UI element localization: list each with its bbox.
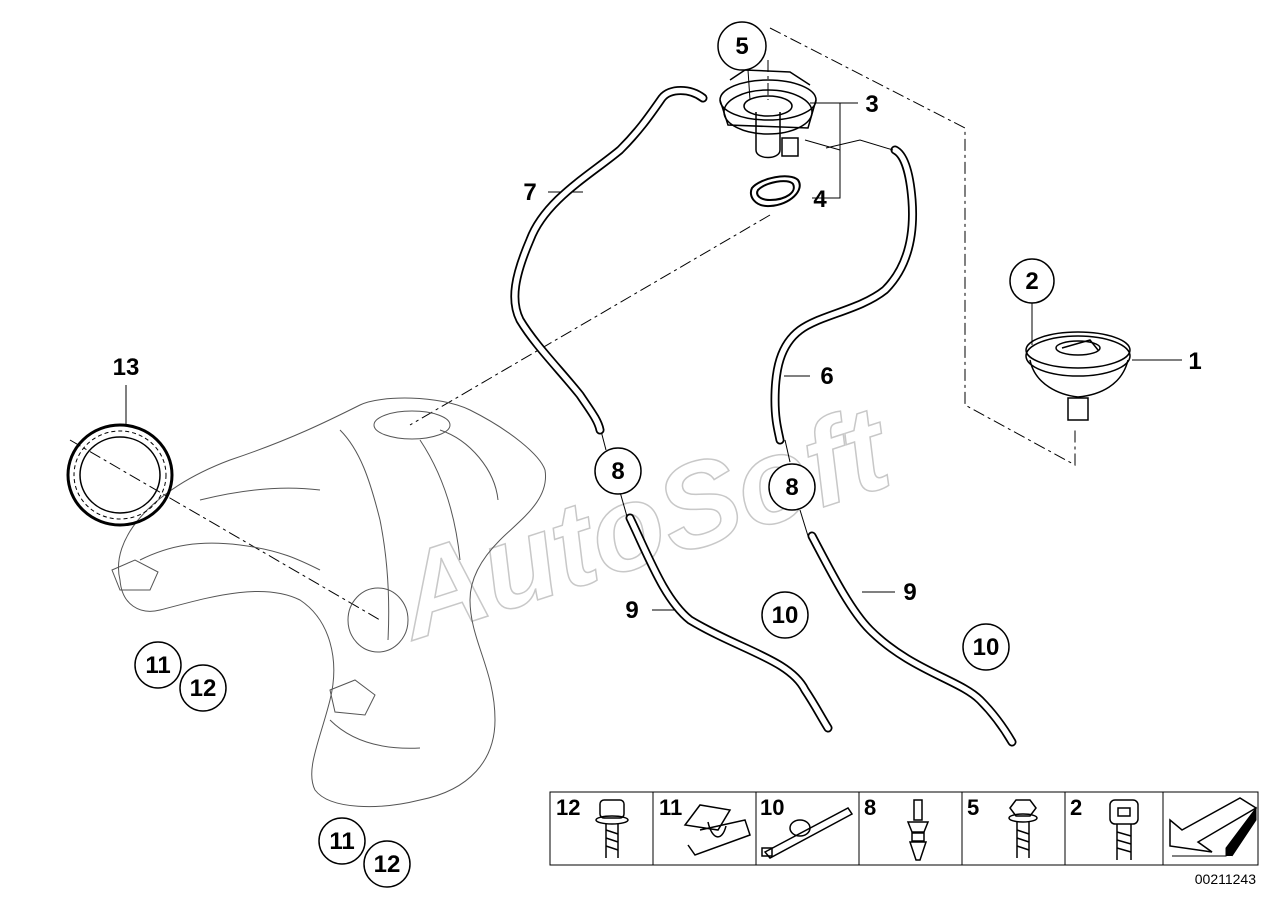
drain-hoses	[625, 513, 1017, 747]
assembly-lines	[69, 27, 1076, 621]
screw-with-washer-icon	[595, 799, 629, 858]
legend-cell-5[interactable]: 5	[967, 795, 1038, 858]
fuel-pump-module	[719, 69, 817, 159]
watermark: AutoSoft	[378, 379, 909, 665]
cable-tie-icon	[761, 807, 854, 859]
connector-icon	[906, 799, 930, 861]
callout-9b[interactable]: 9	[903, 579, 916, 606]
svg-text:12: 12	[374, 851, 401, 878]
callout-4[interactable]: 4	[813, 186, 827, 213]
svg-text:11: 11	[145, 652, 170, 679]
leader-lines	[125, 69, 1182, 611]
vent-hoses	[510, 86, 917, 445]
callout-13[interactable]: 13	[113, 354, 140, 381]
clip-icon	[683, 804, 751, 856]
hex-screw-icon	[1008, 799, 1038, 858]
callout-1[interactable]: 1	[1188, 348, 1201, 375]
callout-6[interactable]: 6	[820, 363, 833, 390]
svg-text:12: 12	[190, 675, 217, 702]
callout-12a[interactable]: 12	[179, 664, 227, 712]
svg-text:12: 12	[556, 795, 580, 820]
direction-arrow-icon	[1169, 797, 1258, 857]
fuel-tank	[111, 397, 546, 807]
legend-cell-8[interactable]: 8	[864, 795, 930, 861]
callout-8a[interactable]: 8	[594, 447, 642, 495]
svg-text:11: 11	[329, 828, 354, 855]
svg-text:10: 10	[973, 634, 1000, 661]
pump-gasket	[750, 175, 801, 208]
sealing-ring	[66, 423, 174, 527]
socket-head-screw-icon	[1109, 799, 1139, 860]
svg-text:5: 5	[967, 795, 979, 820]
callout-9a[interactable]: 9	[625, 597, 638, 624]
callout-10b[interactable]: 10	[962, 623, 1010, 671]
svg-text:5: 5	[735, 33, 748, 60]
svg-text:2: 2	[1070, 795, 1082, 820]
callout-2[interactable]: 2	[1009, 258, 1055, 304]
svg-text:8: 8	[864, 795, 876, 820]
callout-10a[interactable]: 10	[761, 591, 809, 639]
legend-cell-12[interactable]: 12	[556, 795, 629, 858]
svg-text:11: 11	[659, 795, 682, 820]
callout-12b[interactable]: 12	[363, 840, 411, 888]
svg-text:8: 8	[611, 458, 624, 485]
callout-11a[interactable]: 11	[134, 641, 182, 689]
small-parts-legend: 12 11 10	[549, 791, 1259, 866]
callout-5[interactable]: 5	[717, 21, 767, 71]
callout-3[interactable]: 3	[865, 91, 878, 118]
legend-cell-2[interactable]: 2	[1070, 795, 1139, 860]
legend-cell-11[interactable]: 11	[659, 795, 751, 856]
callout-8b[interactable]: 8	[768, 463, 816, 511]
callout-11b[interactable]: 11	[318, 817, 366, 865]
svg-text:2: 2	[1025, 268, 1038, 295]
document-number: 00211243	[1195, 871, 1256, 887]
legend-cell-10[interactable]: 10	[760, 795, 854, 859]
svg-text:10: 10	[772, 602, 799, 629]
svg-text:8: 8	[785, 474, 798, 501]
svg-text:10: 10	[760, 795, 784, 820]
callout-7[interactable]: 7	[523, 179, 536, 206]
filler-cap	[1025, 331, 1131, 421]
